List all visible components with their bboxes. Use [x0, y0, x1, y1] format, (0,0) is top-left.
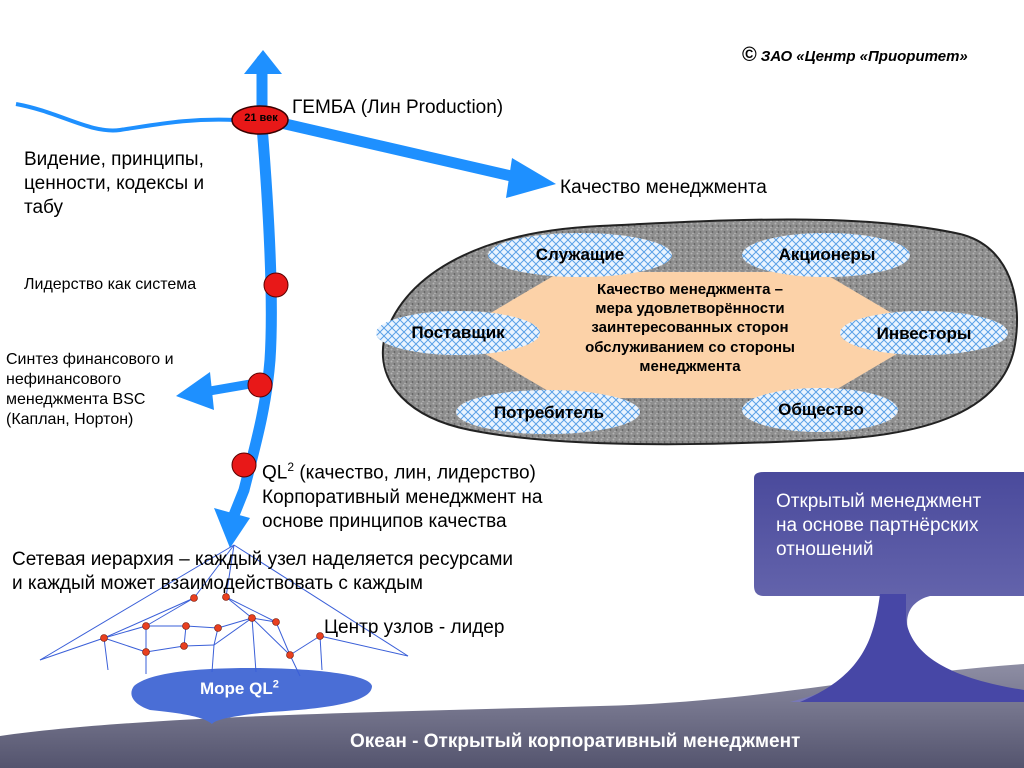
pill-society	[742, 388, 898, 432]
open-management-stem	[800, 594, 1024, 702]
society-label: Общество	[778, 400, 864, 419]
ql2-node	[231, 452, 257, 478]
gemba-arrowhead	[506, 158, 556, 198]
ql2-label: QL2 (качество, лин, лидерство)	[262, 460, 536, 484]
timeline-bottom-arrowhead	[214, 508, 250, 548]
network-nodes	[100, 593, 324, 659]
network-hierarchy-label: Сетевая иерархия – каждый узел наделяетс…	[12, 549, 514, 594]
pill-supplier	[376, 311, 540, 355]
management-quality-label: Качество менеджмента	[560, 177, 767, 198]
ocean-shape	[0, 664, 1024, 768]
timeline-trunk	[226, 54, 277, 526]
bsc-arrowhead	[176, 372, 214, 410]
sea-ql2-shape	[131, 668, 372, 724]
gemba-branch	[266, 114, 522, 184]
corporate-label: Корпоративный менеджмент на основе принц…	[262, 487, 543, 532]
investors-label: Инвесторы	[876, 324, 972, 343]
open-management-shape	[754, 472, 1024, 702]
leadership-node	[263, 272, 289, 298]
copyright: ©ЗАО «Центр «Приоритет»	[742, 43, 968, 66]
leadership-label: Лидерство как система	[24, 276, 197, 293]
pill-shareholders	[742, 233, 910, 277]
core-octagon	[482, 272, 900, 398]
vision-line	[15, 102, 237, 133]
shareholders-label: Акционеры	[778, 245, 876, 264]
employees-label: Служащие	[535, 245, 625, 264]
bsc-node	[247, 372, 273, 398]
node-center-label: Центр узлов - лидер	[324, 617, 505, 638]
timeline-top-arrowhead	[244, 50, 282, 74]
network-graph	[39, 544, 409, 677]
consumer-label: Потребитель	[493, 403, 605, 422]
synthesis-label: Синтез финансового и нефинансового менед…	[6, 351, 174, 428]
open-management-label: Открытый менеджмент на основе партнёрски…	[776, 491, 982, 560]
supplier-label: Поставщик	[411, 323, 505, 342]
gemba-label: ГЕМБА (Лин Production)	[292, 97, 504, 118]
copyright-icon: ©	[742, 43, 757, 66]
core-description: Качество менеджмента – мера удовлетворён…	[585, 281, 795, 375]
vision-label: Видение, принципы, ценности, кодексы и т…	[24, 149, 205, 218]
century-badge	[231, 105, 289, 135]
pill-employees	[488, 233, 672, 277]
pill-consumer	[456, 390, 640, 434]
ocean-label: Океан - Открытый корпоративный менеджмен…	[350, 731, 801, 752]
century-badge-label: 21 век	[244, 112, 278, 124]
pill-investors	[840, 311, 1008, 355]
sea-ql2-label: Море QL2	[200, 678, 279, 698]
